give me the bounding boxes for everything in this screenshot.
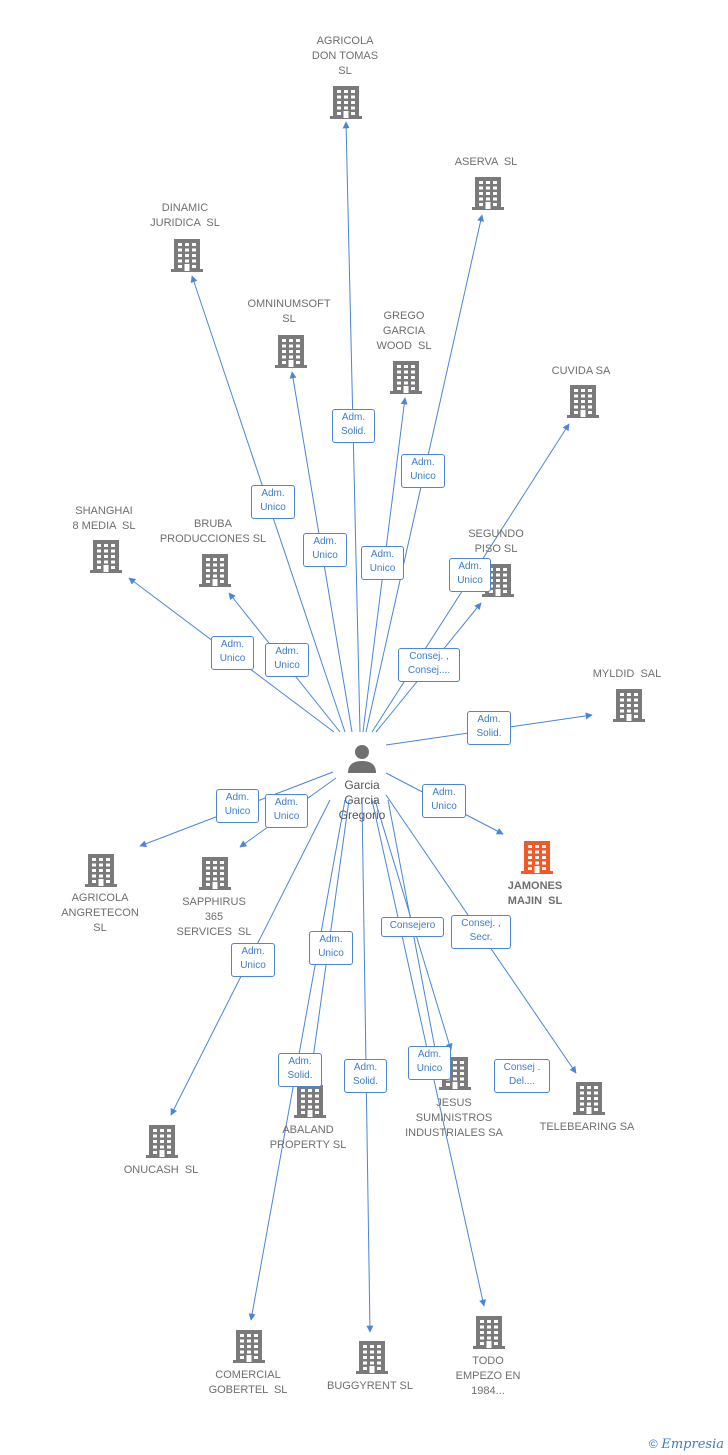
company-label-grego-garcia-wood[interactable]: GREGO GARCIA WOOD SL — [376, 310, 432, 352]
building-icon-todo-empezo[interactable] — [473, 1316, 505, 1349]
edge-label-bruba-producciones[interactable]: Adm. Unico — [265, 643, 309, 677]
building-icon-telebearing[interactable] — [573, 1082, 605, 1115]
edge-label-dinamic-juridica[interactable]: Adm. Unico — [251, 485, 295, 519]
company-label-comercial-gobertel[interactable]: COMERCIAL GOBERTEL SL — [208, 1369, 288, 1396]
building-icon-dinamic-juridica[interactable] — [171, 239, 203, 272]
edge-label-jesus-suministros-2[interactable]: Consej . Del.... — [494, 1059, 550, 1093]
edge-label-sapphirus-365[interactable]: Adm. Unico — [265, 794, 308, 828]
footer-brand[interactable]: © Empresia — [649, 1436, 724, 1452]
edge-label-agricola-angretecon[interactable]: Adm. Unico — [216, 789, 259, 823]
edge-label-todo-empezo[interactable]: Adm. Unico — [408, 1046, 451, 1080]
company-label-jesus-suministros[interactable]: JESUS SUMINISTROS INDUSTRIALES SA — [405, 1097, 503, 1139]
building-icon-grego-garcia-wood[interactable] — [390, 361, 422, 394]
building-icon-cuvida[interactable] — [567, 385, 599, 418]
edge-label-comercial-gobertel[interactable]: Adm. Solid. — [278, 1053, 322, 1087]
edge-label-onucash[interactable]: Adm. Unico — [231, 943, 275, 977]
person-name[interactable]: Garcia Garcia Gregorio — [338, 778, 386, 822]
building-icon-comercial-gobertel[interactable] — [233, 1330, 265, 1363]
company-label-onucash[interactable]: ONUCASH SL — [123, 1164, 199, 1176]
company-label-shanghai-8-media[interactable]: SHANGHAI 8 MEDIA SL — [72, 505, 136, 532]
company-label-abaland-property[interactable]: ABALAND PROPERTY SL — [269, 1124, 347, 1151]
edge-label-grego-garcia-wood[interactable]: Adm. Unico — [361, 546, 404, 580]
building-icon-omninumsoft[interactable] — [275, 335, 307, 368]
building-icon-bruba-producciones[interactable] — [199, 554, 231, 587]
company-label-myldid[interactable]: MYLDID SAL — [592, 668, 662, 680]
company-label-omninumsoft[interactable]: OMNINUMSOFT SL — [247, 298, 331, 325]
building-icon-myldid[interactable] — [613, 689, 645, 722]
company-label-buggyrent[interactable]: BUGGYRENT SL — [327, 1380, 413, 1392]
company-label-jamones-majin[interactable]: JAMONES MAJIN SL — [507, 880, 563, 907]
building-icon-sapphirus-365[interactable] — [199, 857, 231, 890]
edge-label-myldid[interactable]: Adm. Solid. — [467, 711, 511, 745]
building-icon-abaland-property[interactable] — [294, 1085, 326, 1118]
building-icon-buggyrent[interactable] — [356, 1341, 388, 1374]
edge-label-telebearing[interactable]: Consej. , Secr. — [451, 915, 511, 949]
edge-label-shanghai-8-media[interactable]: Adm. Unico — [211, 636, 254, 670]
company-label-sapphirus-365[interactable]: SAPPHIRUS 365 SERVICES SL — [176, 896, 252, 938]
edge-label-abaland-property[interactable]: Adm. Unico — [309, 931, 353, 965]
company-label-segundo-piso[interactable]: SEGUNDO PISO SL — [468, 528, 524, 555]
building-icon-agricola-angretecon[interactable] — [85, 854, 117, 887]
building-icon-shanghai-8-media[interactable] — [90, 540, 122, 573]
company-label-telebearing[interactable]: TELEBEARING SA — [539, 1121, 635, 1133]
building-icon-onucash[interactable] — [146, 1125, 178, 1158]
company-label-cuvida[interactable]: CUVIDA SA — [551, 365, 611, 377]
edge-label-aserva[interactable]: Adm. Unico — [401, 454, 445, 488]
edge-label-cuvida[interactable]: Consej. , Consej.... — [398, 648, 460, 682]
edge-label-jesus-suministros[interactable]: Consejero — [381, 917, 444, 937]
company-label-dinamic-juridica[interactable]: DINAMIC JURIDICA SL — [150, 202, 220, 229]
edge-label-omninumsoft[interactable]: Adm. Unico — [303, 533, 347, 567]
company-label-bruba-producciones[interactable]: BRUBA PRODUCCIONES SL — [159, 518, 267, 545]
person-icon[interactable] — [348, 745, 376, 773]
edge-label-jamones-majin[interactable]: Adm. Unico — [422, 784, 466, 818]
edge-label-buggyrent[interactable]: Adm. Solid. — [344, 1059, 387, 1093]
edge-line-jesus-suministros-2 — [387, 799, 443, 1076]
copyright-symbol: © — [648, 1437, 658, 1451]
company-label-todo-empezo[interactable]: TODO EMPEZO EN 1984... — [455, 1355, 521, 1397]
edge-label-segundo-piso[interactable]: Adm. Unico — [449, 558, 491, 592]
building-icon-aserva[interactable] — [472, 177, 504, 210]
building-icon-agricola-don-tomas[interactable] — [330, 86, 362, 119]
building-icon-jamones-majin[interactable] — [521, 841, 553, 874]
company-label-agricola-don-tomas[interactable]: AGRICOLA DON TOMAS SL — [311, 35, 379, 77]
empresia-logo: Empresia — [661, 1437, 724, 1452]
company-label-aserva[interactable]: ASERVA SL — [454, 156, 518, 168]
company-label-agricola-angretecon[interactable]: AGRICOLA ANGRETECON SL — [61, 892, 139, 934]
edge-label-agricola-don-tomas[interactable]: Adm. Solid. — [332, 409, 375, 443]
